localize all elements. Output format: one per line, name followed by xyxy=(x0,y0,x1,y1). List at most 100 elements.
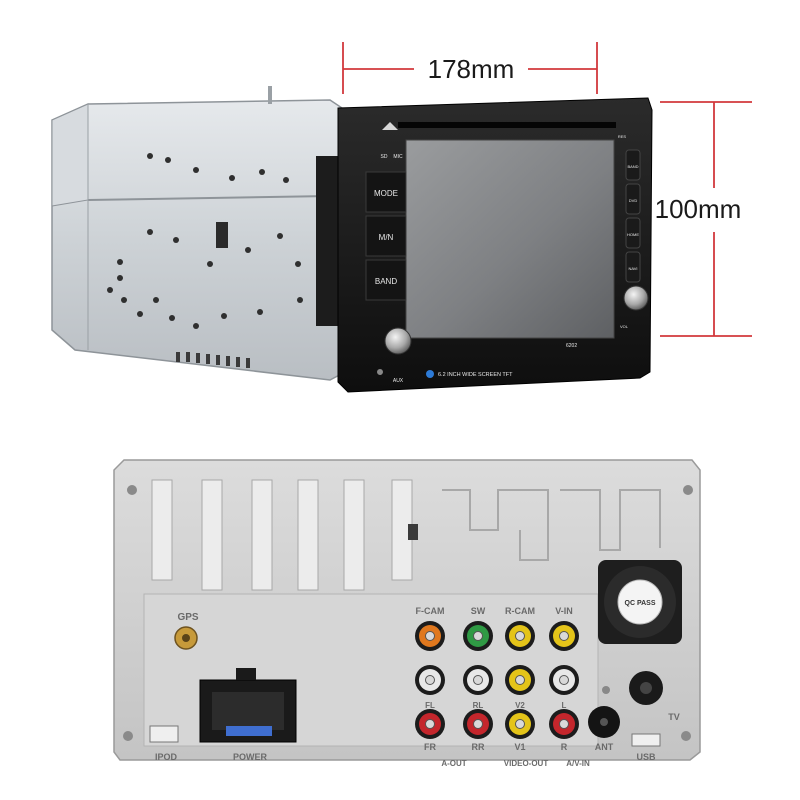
chassis-slot xyxy=(216,222,228,248)
rca-label-fl: FL xyxy=(425,701,435,710)
usb-label: USB xyxy=(636,752,656,762)
rca-jack-pin xyxy=(515,631,525,641)
sd-label: SD xyxy=(381,154,388,160)
chassis-hole xyxy=(193,323,199,329)
chassis-hole xyxy=(283,177,289,183)
chassis-hole xyxy=(153,297,159,303)
screen-caption: 6.2 INCH WIDE SCREEN TFT xyxy=(438,372,513,378)
chassis-hole xyxy=(173,237,179,243)
chassis-hole xyxy=(121,297,127,303)
chassis-hole xyxy=(207,261,213,267)
corner-screw xyxy=(681,731,691,741)
chassis-hole xyxy=(257,309,263,315)
chassis-hole xyxy=(137,311,143,317)
heat-ribs xyxy=(151,479,661,591)
chassis-hole xyxy=(259,169,265,175)
rca-label-rr: RR xyxy=(472,742,485,752)
chassis-hole xyxy=(147,229,153,235)
rca-label-vin: V-IN xyxy=(555,606,573,616)
rca-jack-pin xyxy=(559,719,569,729)
rca-label-v1: V1 xyxy=(514,742,525,752)
rca-label-v2: V2 xyxy=(515,701,525,710)
rca-jack-pin xyxy=(425,675,435,685)
metal-chassis xyxy=(51,86,346,381)
display-screen xyxy=(405,139,615,339)
ant-label: ANT xyxy=(595,742,614,752)
qc-sticker xyxy=(617,579,663,625)
front-bezel: MODE M/N BAND SD MIC AUX BAND DVD HOME N… xyxy=(337,97,653,393)
band-button-label: BAND xyxy=(375,277,397,286)
tv-label: TV xyxy=(668,712,680,722)
power-label: POWER xyxy=(233,752,268,762)
res-label: RES xyxy=(618,134,627,139)
corner-screw xyxy=(127,485,137,495)
eject-icon xyxy=(382,122,398,130)
tuning-knob xyxy=(623,285,649,311)
rca-jack-pin xyxy=(473,719,483,729)
rca-label-r: R xyxy=(561,742,568,752)
disc-slot xyxy=(398,122,616,128)
rear-panel: GPS IPOD POWER F-CAM SW R-CAM V-IN FL RL… xyxy=(113,459,701,768)
rca-jack-pin xyxy=(473,631,483,641)
band-right-label: BAND xyxy=(627,164,638,169)
rca-jack-pin xyxy=(425,719,435,729)
rca-label-fr: FR xyxy=(424,742,436,752)
cooling-fan: QC PASS xyxy=(598,560,682,644)
group-label-videoout: VIDEO-OUT xyxy=(504,759,549,768)
side-bracket xyxy=(316,156,338,326)
mic-label: MIC xyxy=(393,154,403,160)
chassis-hole xyxy=(297,297,303,303)
ipod-label: IPOD xyxy=(155,752,178,762)
gps-label: GPS xyxy=(177,612,198,623)
chassis-hole xyxy=(193,167,199,173)
screw-post xyxy=(268,86,272,104)
chassis-hole xyxy=(169,315,175,321)
height-label: 100mm xyxy=(655,194,742,224)
chassis-hole xyxy=(229,175,235,181)
height-dimension: 100mm xyxy=(655,101,752,337)
power-connector xyxy=(199,668,297,743)
rear-slot xyxy=(408,524,418,540)
width-label: 178mm xyxy=(428,54,515,84)
rca-jack-pin xyxy=(515,675,525,685)
rca-label-fcam: F-CAM xyxy=(416,606,445,616)
aux-label: AUX xyxy=(393,378,404,384)
rca-label-rl: RL xyxy=(473,701,484,710)
rca-jacks xyxy=(415,621,579,739)
home-label: HOME xyxy=(627,232,639,237)
usb-connector xyxy=(631,733,661,747)
ground-screw xyxy=(602,686,610,694)
navi-label: NAVI xyxy=(628,266,637,271)
rca-jack-pin xyxy=(559,631,569,641)
rca-label-sw: SW xyxy=(471,606,486,616)
model-text: 6202 xyxy=(566,343,577,349)
front-view: MODE M/N BAND SD MIC AUX BAND DVD HOME N… xyxy=(51,42,752,393)
ipod-connector xyxy=(149,725,179,743)
mn-button-label: M/N xyxy=(379,233,394,242)
chassis-hole xyxy=(117,259,123,265)
chassis-hole xyxy=(117,275,123,281)
chassis-hole xyxy=(147,153,153,159)
aux-jack xyxy=(377,369,383,375)
chassis-vents xyxy=(176,352,250,368)
volume-knob xyxy=(384,327,412,355)
fan-sticker-text: QC PASS xyxy=(625,600,656,607)
corner-screw xyxy=(123,731,133,741)
rca-jack-pin xyxy=(425,631,435,641)
chassis-hole xyxy=(245,247,251,253)
left-button-panel: MODE M/N BAND SD MIC AUX xyxy=(365,154,407,384)
width-dimension: 178mm xyxy=(342,42,598,94)
group-label-aout: A-OUT xyxy=(441,759,466,768)
rca-jack-pin xyxy=(473,675,483,685)
rca-label-rcam: R-CAM xyxy=(505,606,535,616)
rca-label-l: L xyxy=(562,701,567,710)
fuse xyxy=(226,726,272,736)
chassis-hole xyxy=(221,313,227,319)
chassis-holes xyxy=(107,153,303,329)
corner-screw xyxy=(683,485,693,495)
group-label-avin: A/V-IN xyxy=(566,759,590,768)
rca-jack-pin xyxy=(559,675,569,685)
right-button-panel: BAND DVD HOME NAVI RES VOL xyxy=(618,134,641,329)
chassis-hole xyxy=(277,233,283,239)
